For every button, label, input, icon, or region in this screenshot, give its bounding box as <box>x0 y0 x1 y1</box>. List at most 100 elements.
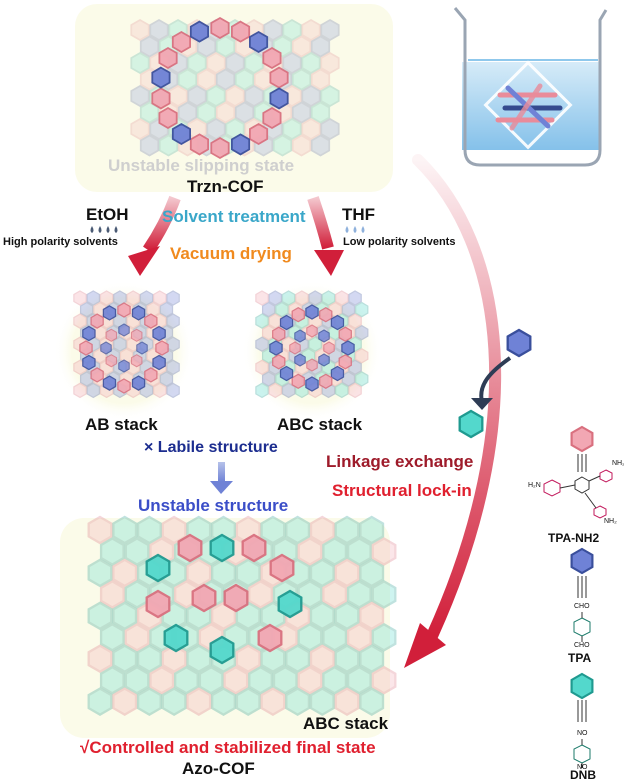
framework-hexagon <box>223 583 249 613</box>
structural-lock-in-label: Structural lock-in <box>332 481 472 500</box>
ghost-hexagon <box>359 515 385 545</box>
exchange-curve-arrow <box>479 356 512 403</box>
ghost-hexagon <box>268 313 283 329</box>
framework-hexagon <box>305 304 319 320</box>
ghost-hexagon <box>166 336 180 352</box>
trzn-cof-label: Trzn-COF <box>187 177 264 196</box>
framework-hexagon <box>152 354 166 371</box>
legend-nh2-bottom-text: NH₂ <box>604 518 617 525</box>
ghost-hexagon <box>260 515 286 545</box>
ghost-hexagon <box>309 687 335 716</box>
ghost-hexagon <box>281 290 296 306</box>
framework-hexagon <box>151 87 171 110</box>
unstable-arrowhead <box>210 481 233 494</box>
ghost-hexagon <box>215 35 236 58</box>
framework-hexagon <box>210 136 230 160</box>
framework-hexagon <box>144 367 158 383</box>
framework-hexagon <box>272 354 286 370</box>
ghost-hexagon <box>355 371 369 387</box>
unstable-structure-label: Unstable structure <box>138 496 289 515</box>
framework-hexagon <box>318 353 330 367</box>
ghost-hexagon <box>291 134 312 157</box>
framework-hexagon <box>131 375 146 391</box>
ghost-hexagon <box>99 290 114 306</box>
legend-no-top-text: NO <box>577 730 588 737</box>
framework-hexagon <box>248 122 269 146</box>
ghost-hexagon <box>177 101 198 124</box>
ghost-hexagon <box>206 84 226 108</box>
ghost-hexagon <box>112 644 138 674</box>
legend-h2n-text: H₂N <box>528 482 541 489</box>
ghost-hexagon <box>87 644 113 674</box>
azo-cof-lattice <box>87 515 397 716</box>
ghost-hexagon <box>359 644 385 674</box>
ghost-hexagon <box>153 290 167 306</box>
left-solvent-arrowhead <box>128 246 160 276</box>
ghost-hexagon <box>126 290 140 306</box>
ghost-hexagon <box>124 537 150 566</box>
ghost-hexagon <box>198 665 224 695</box>
ghost-hexagon <box>309 515 335 545</box>
tpa-monomer-icon <box>506 328 532 358</box>
ghost-hexagon <box>335 290 349 306</box>
ghost-hexagon <box>359 687 385 716</box>
framework-hexagon <box>117 378 131 394</box>
ghost-hexagon <box>371 537 397 566</box>
ghost-hexagon <box>255 336 269 352</box>
ghost-hexagon <box>223 665 249 695</box>
ghost-hexagon <box>322 665 348 695</box>
ghost-hexagon <box>260 644 286 674</box>
linkage-exchange-arrow <box>412 154 502 642</box>
framework-hexagon <box>279 314 294 331</box>
ghost-hexagon <box>322 622 348 652</box>
ghost-hexagon <box>124 665 150 695</box>
ghost-hexagon <box>355 301 369 318</box>
ghost-hexagon <box>320 18 340 42</box>
ghost-hexagon <box>186 687 212 716</box>
ab-glow <box>54 281 194 421</box>
exchange-curve-arrowhead <box>471 398 493 410</box>
ghost-hexagon <box>187 51 207 75</box>
ghost-hexagon <box>348 382 362 399</box>
ghost-hexagon <box>297 537 323 566</box>
unstable-arrow-shaft <box>218 462 225 482</box>
ghost-hexagon <box>335 382 349 399</box>
legend-no-bottom-text: NO <box>577 764 588 771</box>
framework-hexagon <box>105 354 118 368</box>
ghost-hexagon <box>146 301 160 318</box>
ghost-hexagon <box>79 301 94 318</box>
ghost-hexagon <box>282 117 302 141</box>
ghost-hexagon <box>206 117 226 141</box>
framework-hexagon <box>151 66 171 89</box>
ghost-hexagon <box>159 301 174 318</box>
ghost-hexagon <box>291 68 312 91</box>
ghost-hexagon <box>206 51 226 75</box>
ghost-hexagon <box>355 324 369 341</box>
right-solvent-arrow <box>307 196 334 250</box>
ghost-hexagon <box>244 84 264 108</box>
ghost-hexagon <box>87 687 113 716</box>
framework-hexagon <box>318 329 330 343</box>
ghost-hexagon <box>166 290 180 306</box>
ghost-hexagon <box>168 84 188 108</box>
ghost-hexagon <box>255 313 269 329</box>
ghost-hexagon <box>112 515 138 545</box>
ghost-hexagon <box>136 644 162 674</box>
ghost-hexagon <box>272 134 293 157</box>
trzn-cof-lattice <box>130 16 340 160</box>
framework-hexagon <box>102 375 117 391</box>
framework-hexagon <box>145 553 171 583</box>
dnb-label: DNB <box>570 768 596 782</box>
ghost-hexagon <box>153 382 167 399</box>
ghost-hexagon <box>310 35 331 58</box>
framework-hexagon <box>102 305 117 321</box>
framework-hexagon <box>269 553 295 583</box>
ghost-hexagon <box>255 382 269 399</box>
vacuum-drying-label: Vacuum drying <box>170 244 292 263</box>
framework-hexagon <box>189 133 210 156</box>
framework-hexagon <box>279 365 294 382</box>
ghost-hexagon <box>211 687 236 716</box>
bottom-panel <box>60 518 390 738</box>
ghost-hexagon <box>136 515 162 545</box>
framework-hexagon <box>269 340 283 356</box>
